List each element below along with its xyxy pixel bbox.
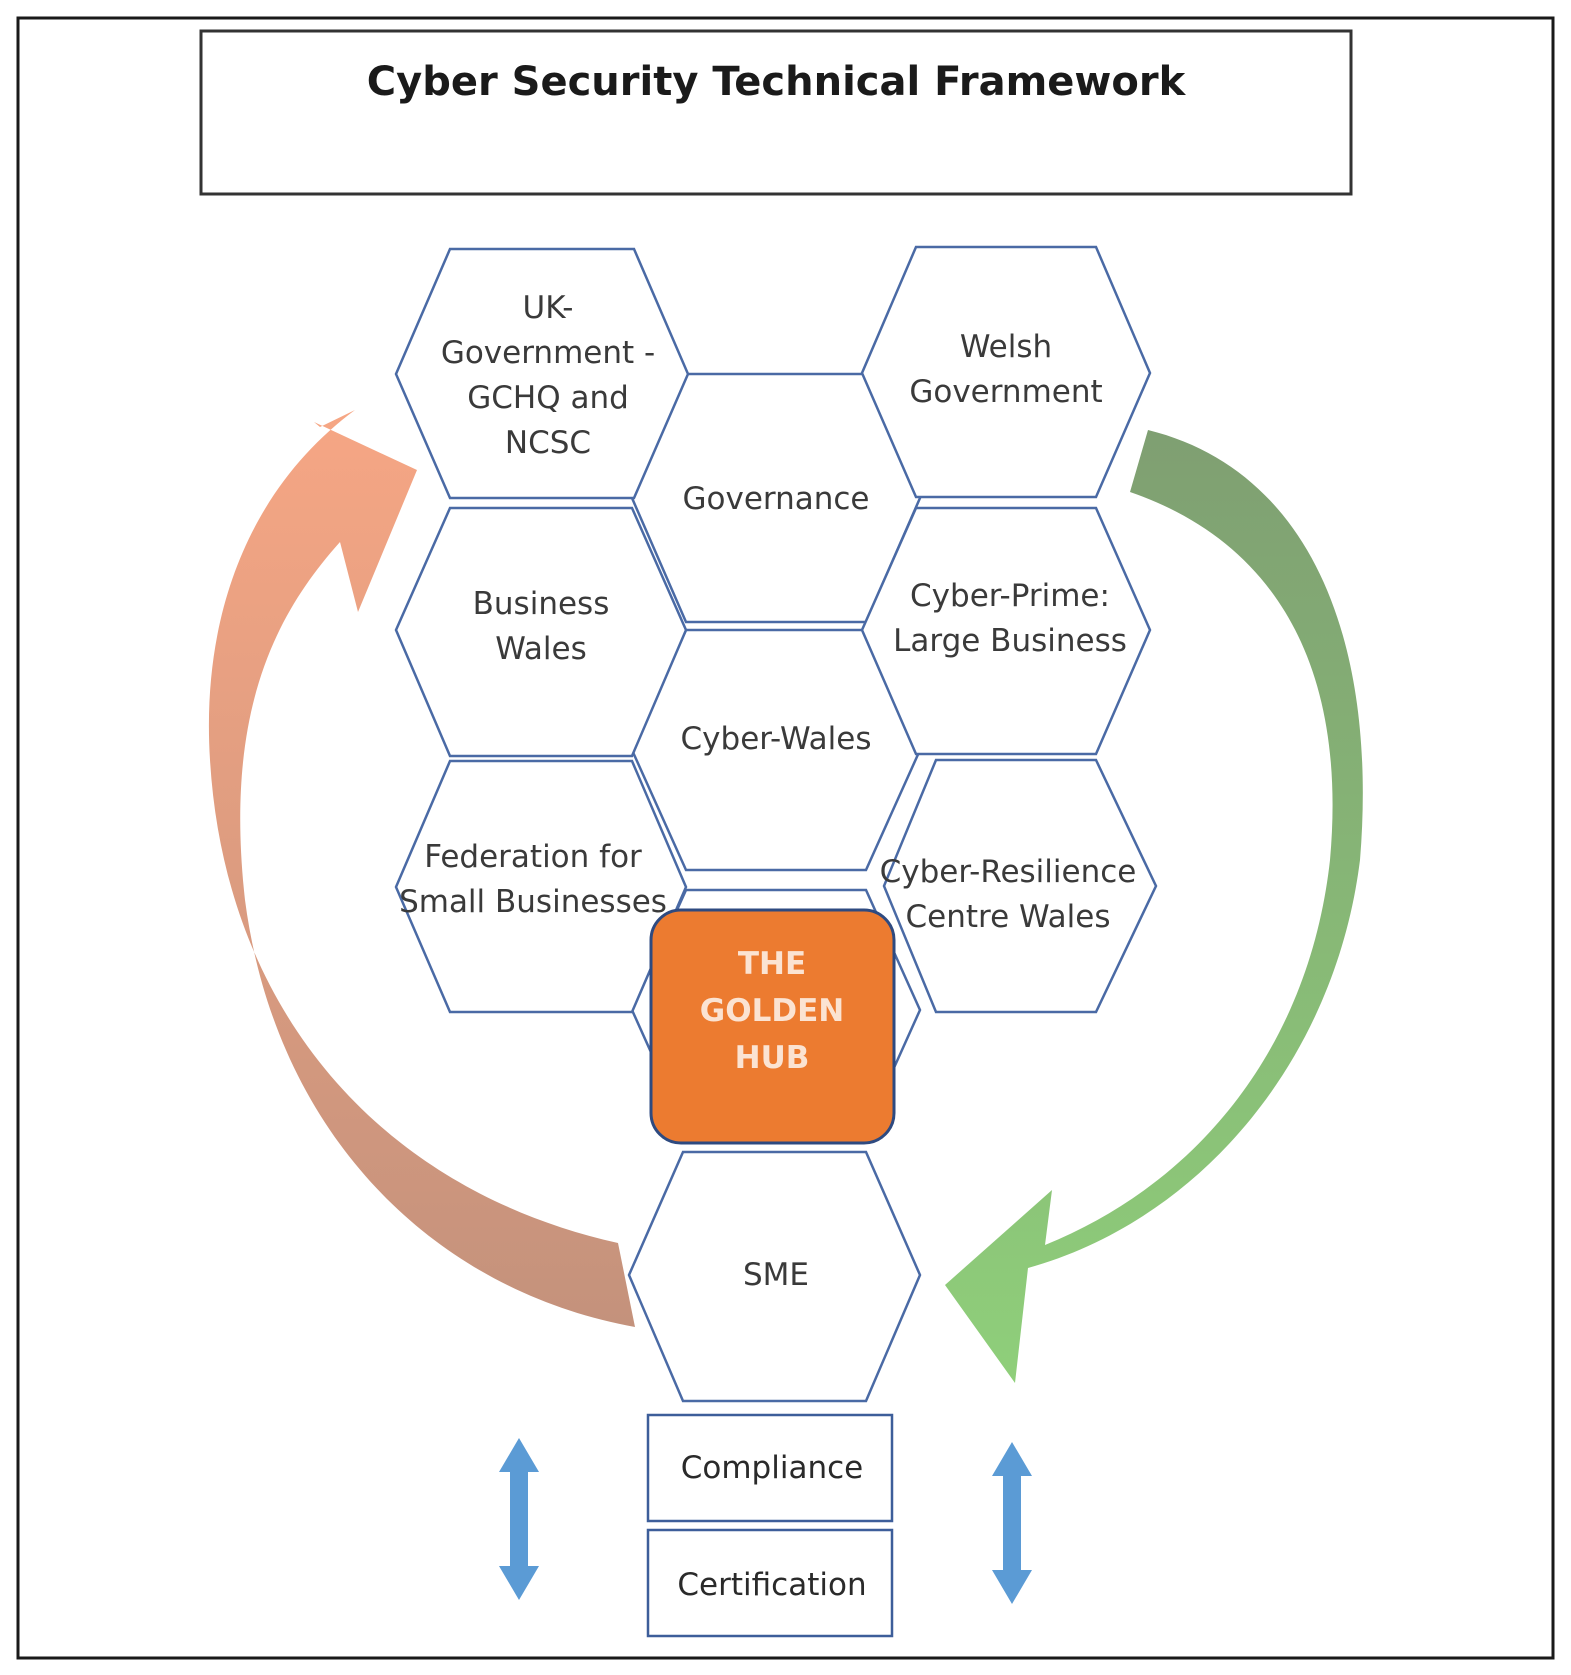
- hex-cyber-prime: Cyber-Prime: Large Business: [860, 506, 1152, 756]
- hex-label-line: Small Businesses: [399, 884, 667, 920]
- hex-label-line: Welsh: [960, 329, 1052, 365]
- hex-sme: SME: [627, 1150, 922, 1403]
- left-cycle-arrow: [208, 410, 635, 1327]
- hex-label-line: Cyber-Prime:: [910, 578, 1110, 614]
- right-double-arrow: [992, 1442, 1032, 1604]
- compliance-box-outline: [646, 1413, 894, 1523]
- hex-label-line: Government: [909, 374, 1102, 410]
- hex-label-line: NCSC: [505, 425, 591, 461]
- hex-label-line: Governance: [682, 481, 869, 517]
- hex-label-line: GCHQ and: [467, 380, 629, 416]
- diagram-title: Cyber Security Technical Framework: [367, 59, 1187, 105]
- compliance-box: Compliance: [646, 1413, 894, 1523]
- hex-label-line: Cyber-Wales: [681, 721, 872, 757]
- hex-label-line: Wales: [495, 631, 587, 667]
- hex-outline: [882, 758, 1158, 1014]
- golden-hub: THE GOLDEN HUB: [649, 908, 896, 1145]
- hex-federation: Federation for Small Businesses: [394, 759, 688, 1014]
- hex-label-line: Federation for: [424, 839, 642, 875]
- hex-outline: [394, 247, 690, 500]
- hex-welsh-government: Welsh Government: [860, 245, 1152, 499]
- hex-outline: [394, 759, 688, 1014]
- left-double-arrow: [499, 1438, 539, 1600]
- hub-label-line: HUB: [735, 1040, 810, 1076]
- hex-label-line: Business: [473, 586, 610, 622]
- hex-label-line: UK-: [523, 290, 574, 326]
- hex-label-line: Government -: [441, 335, 655, 371]
- hex-cyber-resilience: Cyber-Resilience Centre Wales: [880, 758, 1158, 1014]
- certification-label: Certification: [677, 1567, 866, 1603]
- hex-outline: [394, 506, 688, 758]
- hex-business-wales: Business Wales: [394, 506, 688, 758]
- hex-label-line: Centre Wales: [905, 899, 1110, 935]
- golden-hub-box: [649, 908, 896, 1145]
- hex-label-line: Cyber-Resilience: [880, 854, 1137, 890]
- certification-box-outline: [646, 1528, 894, 1638]
- certification-box: Certification: [646, 1528, 894, 1638]
- hex-cyber-wales: Cyber-Wales: [630, 628, 922, 872]
- hex-label-line: Large Business: [893, 623, 1127, 659]
- hex-uk-government: UK- Government - GCHQ and NCSC: [394, 247, 690, 500]
- hex-outline: [860, 506, 1152, 756]
- right-cycle-arrow: [945, 430, 1363, 1383]
- compliance-label: Compliance: [681, 1450, 863, 1486]
- hex-outline: [627, 1150, 922, 1403]
- title-box: [199, 29, 1353, 196]
- hex-outline: [860, 245, 1152, 499]
- hub-label-line: GOLDEN: [700, 993, 844, 1029]
- hub-label-line: THE: [738, 946, 806, 982]
- hex-label-line: SME: [743, 1257, 809, 1293]
- hex-governance: Governance: [630, 372, 922, 624]
- outer-frame: [16, 16, 1555, 1660]
